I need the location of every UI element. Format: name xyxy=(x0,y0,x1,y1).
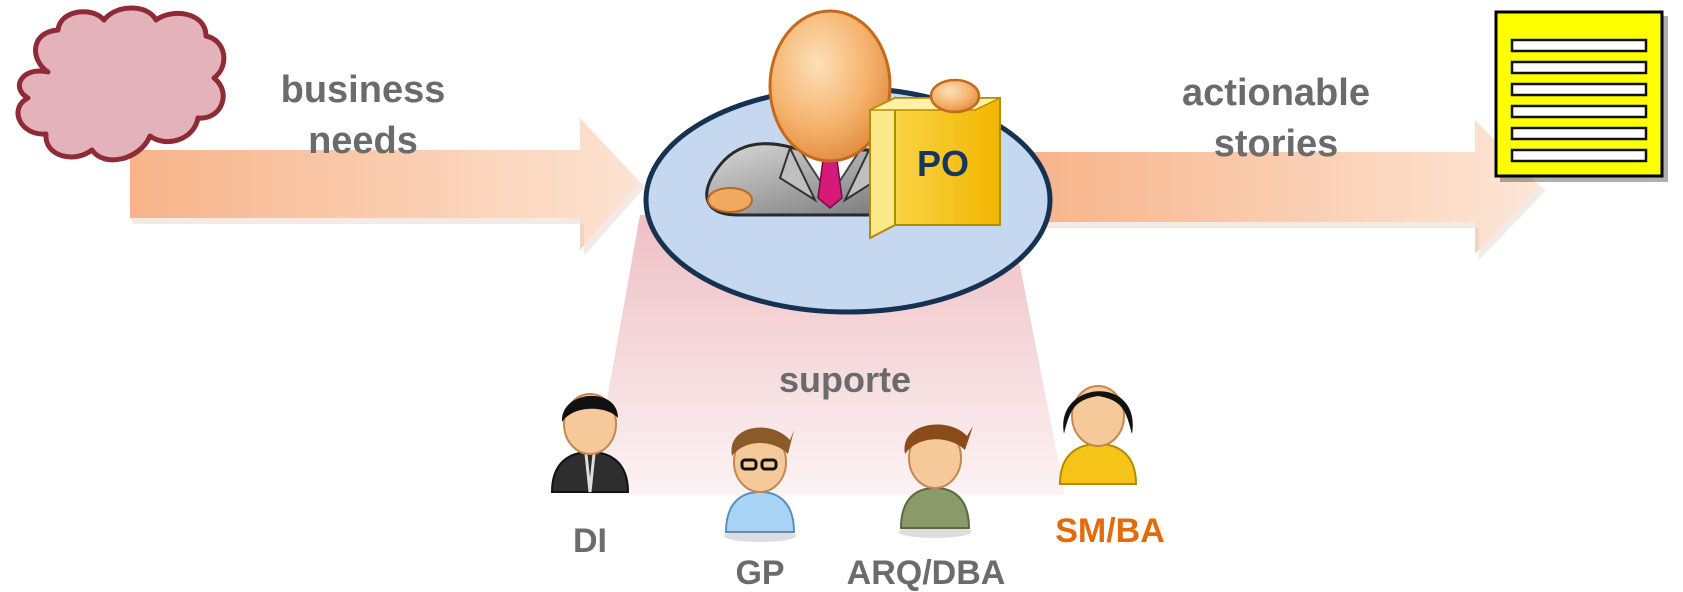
input-label-line-1: business xyxy=(281,69,446,111)
person-arq-dba-icon xyxy=(899,424,973,538)
backlog-line xyxy=(1510,38,1648,53)
backlog-line xyxy=(1510,126,1648,141)
po-badge: PO xyxy=(869,78,1001,240)
role-label-di: DI xyxy=(573,522,607,560)
role-label-gp: GP xyxy=(735,554,784,592)
business-needs-cloud-icon xyxy=(15,5,227,163)
role-label-sm-ba: SM/BA xyxy=(1055,512,1165,550)
backlog-line xyxy=(1510,148,1648,163)
backlog-line xyxy=(1510,60,1648,75)
output-arrow xyxy=(1030,120,1546,260)
po-badge-label: PO xyxy=(917,143,969,184)
output-label-line-1: actionable xyxy=(1182,72,1370,114)
backlog-document-icon xyxy=(1494,10,1668,182)
input-label-line-2: needs xyxy=(308,120,418,162)
person-sm-ba-icon xyxy=(1058,385,1138,485)
role-label-arq-dba: ARQ/DBA xyxy=(847,554,1006,592)
support-label: suporte xyxy=(779,359,911,400)
person-di-icon xyxy=(550,393,630,493)
input-arrow xyxy=(130,118,646,256)
person-gp-icon xyxy=(724,427,796,542)
backlog-line xyxy=(1510,104,1648,119)
backlog-line xyxy=(1510,82,1648,97)
output-label-line-2: stories xyxy=(1214,123,1339,165)
